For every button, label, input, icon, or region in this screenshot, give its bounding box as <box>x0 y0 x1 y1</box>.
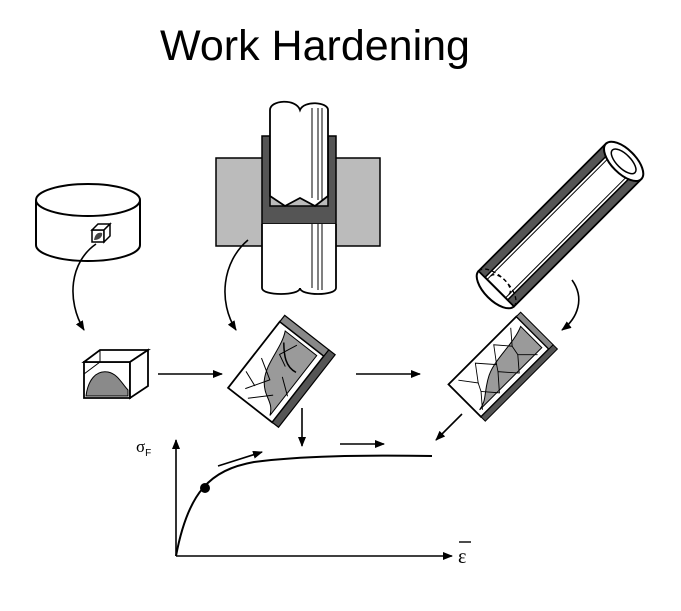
extrusion-press-icon <box>215 100 381 295</box>
initial-element-cube-icon <box>81 348 151 400</box>
cylinder-billet-icon <box>35 183 141 262</box>
slide-title: Work Hardening <box>160 22 470 70</box>
flow-curve-graph: σF ε <box>136 437 471 568</box>
arrow-tube-element-to-curve <box>435 413 463 441</box>
arrow-billet-to-cube <box>72 243 97 331</box>
tube-drawing-icon <box>475 140 645 310</box>
flow-stress-curve <box>175 454 433 557</box>
arrow-press-to-element <box>224 239 249 331</box>
drawn-tube-element-icon <box>447 311 559 422</box>
x-axis-label: ε <box>458 546 466 568</box>
arrow-along-curve-1 <box>217 450 263 467</box>
initial-state-point <box>200 483 210 493</box>
arrow-tube-to-element <box>561 279 580 331</box>
billet-element-cube-icon <box>90 222 112 244</box>
extruded-element-icon <box>226 314 336 429</box>
y-axis-label: σF <box>136 437 151 459</box>
